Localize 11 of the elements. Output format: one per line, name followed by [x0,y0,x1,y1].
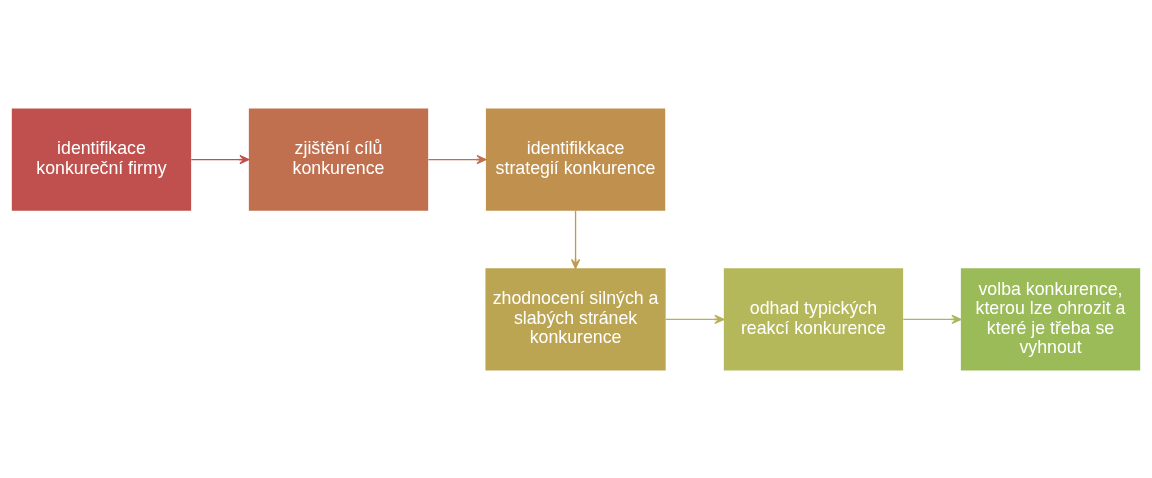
node-box: identifikace konkureční firmy [11,108,192,211]
node-box: odhad typických reakcí konkurence [723,267,904,370]
node-box: zhodnocení silných a slabých stránek konkurence [485,267,666,370]
arrow [665,314,725,324]
node-box: volba konkurence, kterou lze ohrozit a které je třeba se vyhnout [960,267,1141,370]
arrow [902,314,962,324]
arrow [190,154,250,164]
node-box: identifikkace strategií konkurence [485,108,666,211]
arrow [427,154,487,164]
node-box: zjištění cílů konkurence [248,108,429,211]
arrow [570,209,581,269]
